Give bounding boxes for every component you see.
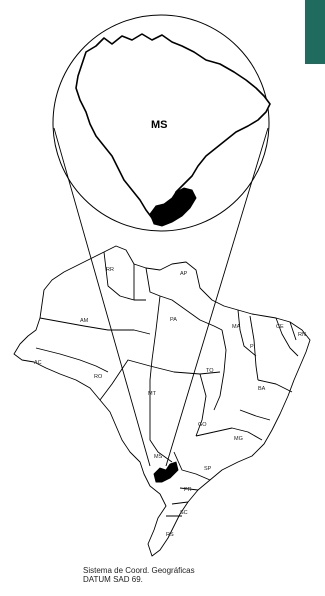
- state-label-mg: MG: [234, 436, 243, 442]
- ms-state-outline: [75, 33, 271, 221]
- state-labels: RR AP AM PA MA CE RN PI AC RO TO BA MT GO MG MS SP PR SC RS: [34, 267, 306, 538]
- state-label-rn: RN: [298, 332, 306, 338]
- state-borders: [35, 251, 299, 517]
- state-label-pi: PI: [250, 344, 256, 350]
- state-label-to: TO: [206, 368, 214, 374]
- projection-lines: [53, 127, 269, 467]
- state-label-go: GO: [198, 422, 207, 428]
- state-label-ba: BA: [258, 386, 266, 392]
- state-label-ma: MA: [232, 324, 241, 330]
- ms-study-area-inset: [149, 187, 197, 227]
- state-label-sp: SP: [204, 466, 212, 472]
- state-label-pa: PA: [170, 317, 177, 323]
- map-caption: Sistema de Coord. Geográficas DATUM SAD …: [83, 566, 195, 584]
- brazil-outline: [13, 245, 311, 557]
- state-label-ac: AC: [34, 360, 42, 366]
- datum-text: DATUM SAD 69.: [83, 575, 143, 584]
- zoom-inset: MS: [52, 14, 271, 232]
- zoom-state-label: MS: [151, 119, 168, 131]
- state-label-am: AM: [80, 318, 89, 324]
- brazil-map: [13, 245, 311, 557]
- state-label-mt: MT: [148, 391, 157, 397]
- state-label-sc: SC: [180, 510, 188, 516]
- state-label-rs: RS: [166, 532, 174, 538]
- state-label-ro: RO: [94, 374, 103, 380]
- state-label-ce: CE: [276, 324, 284, 330]
- coordinate-system-text: Sistema de Coord. Geográficas: [83, 566, 195, 575]
- ms-study-area: [153, 461, 179, 483]
- state-label-pr: PR: [184, 487, 192, 493]
- corner-accent: [305, 0, 325, 64]
- state-label-ms: MS: [154, 454, 163, 460]
- state-label-ap: AP: [180, 271, 188, 277]
- state-label-rr: RR: [106, 267, 114, 273]
